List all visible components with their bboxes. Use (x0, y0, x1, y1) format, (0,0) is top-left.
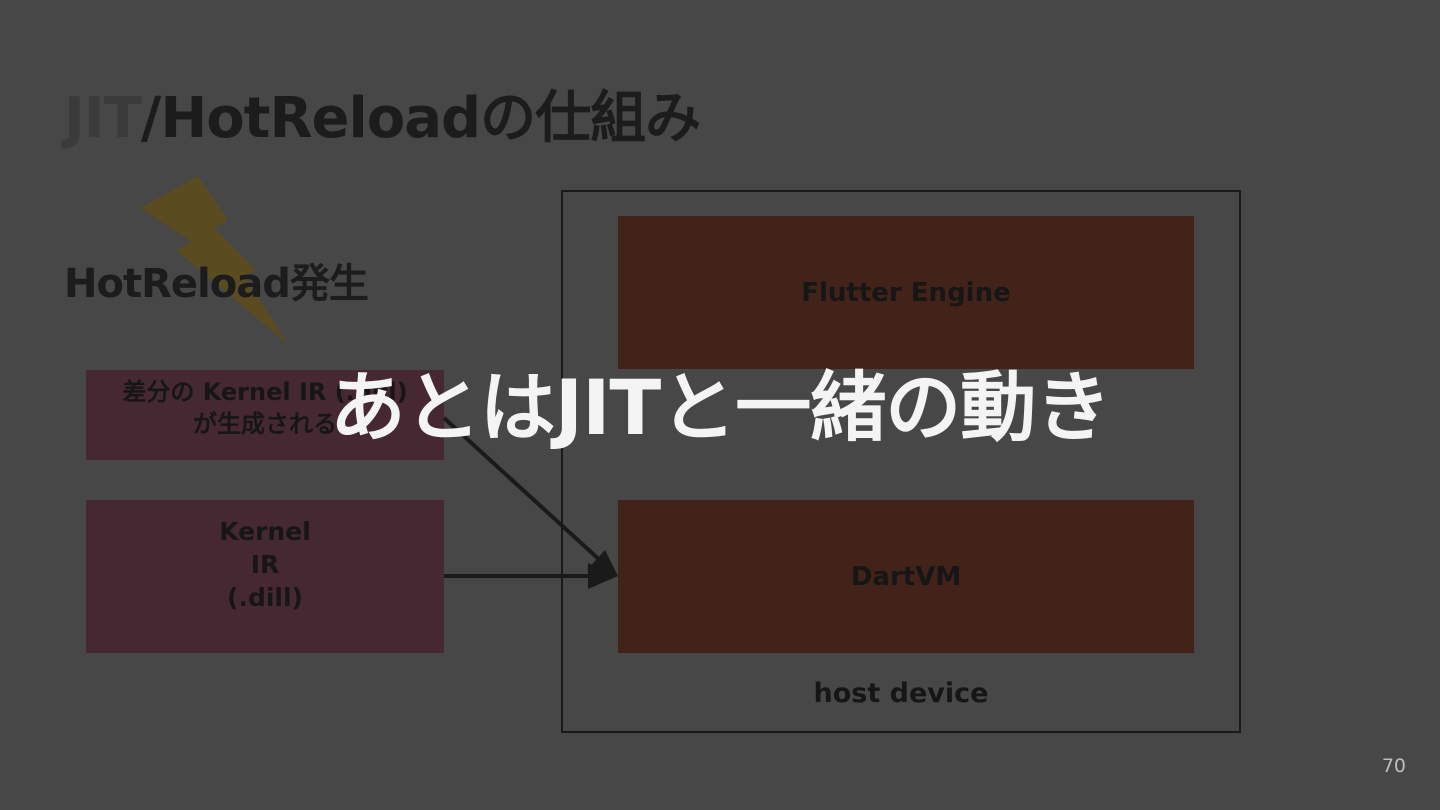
hotreload-subtitle: HotReload発生 (64, 261, 369, 307)
dartvm-box: DartVM (618, 500, 1194, 653)
title-faded-part: JIT (64, 86, 142, 151)
flutter-engine-label: Flutter Engine (801, 277, 1011, 308)
overlay-message: あとはJITと一緒の動き (329, 363, 1111, 452)
kernel-ir-line1: Kernel (219, 517, 311, 546)
kernel-ir-box: Kernel IR (.dill) (86, 500, 444, 653)
slide-title: JIT/HotReloadの仕組み (64, 84, 701, 154)
page-number: 70 (1381, 755, 1406, 777)
kernel-diff-box: 差分の Kernel IR (.dill) が生成される (86, 370, 444, 460)
kernel-diff-line2: が生成される (193, 410, 337, 438)
kernel-ir-line2: IR (250, 550, 280, 579)
host-device-label: host device (813, 678, 989, 709)
kernel-ir-line3: (.dill) (227, 583, 303, 612)
kernel-diff-line1: 差分の Kernel IR (.dill) (122, 378, 408, 406)
dartvm-label: DartVM (850, 561, 962, 592)
title-main-part: /HotReloadの仕組み (140, 86, 701, 151)
lightning-bolt-icon (140, 176, 288, 344)
flutter-engine-box: Flutter Engine (618, 216, 1194, 369)
